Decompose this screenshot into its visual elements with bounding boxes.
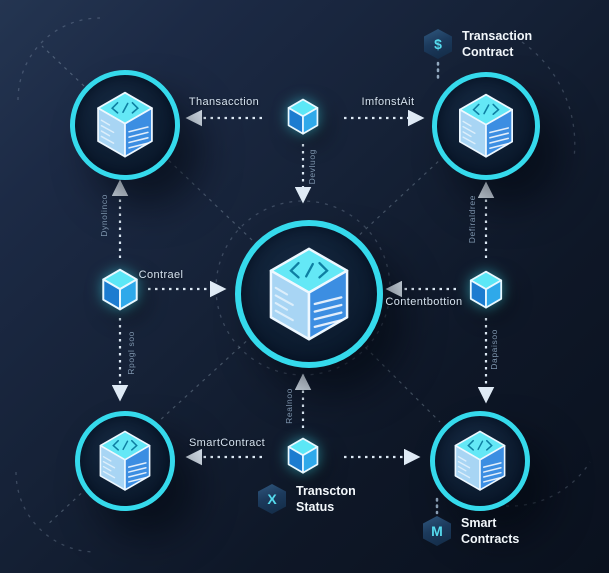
node-bottom-left <box>75 411 175 511</box>
cube-icon <box>261 245 357 344</box>
edge-label-smartcontract: SmartContract <box>188 437 266 449</box>
edge-label-vertical: Devluog <box>307 149 317 185</box>
x-glyph: X <box>267 491 277 507</box>
badge-label-line1: Transcton <box>296 484 356 498</box>
badge-smart-contracts: M Smart Contracts <box>423 516 519 547</box>
edge-label-vertical: Realnoo <box>284 388 294 424</box>
cube-icon <box>453 92 519 160</box>
cube-icon <box>449 429 511 493</box>
edge-label-imfonstait: ImfonstAit <box>361 96 415 108</box>
node-top-right <box>432 72 540 180</box>
m-glyph: M <box>431 523 443 539</box>
badge-transaction-status: X Transcton Status <box>258 484 356 515</box>
edge-label-vertical: Dynolinco <box>99 194 109 237</box>
m-hexagon-icon: M <box>423 516 451 546</box>
cube-icon <box>98 267 142 313</box>
badge-label-line2: Contract <box>462 44 514 59</box>
node-center <box>235 220 383 368</box>
edge-label-transaction: Thansacction <box>188 96 260 108</box>
dollar-hexagon-icon: $ <box>424 29 452 59</box>
edge-label-vertical: Dapaisoo <box>489 329 499 370</box>
edge-label-vertical: Defiraldree <box>467 195 477 244</box>
x-hexagon-icon: X <box>258 484 286 514</box>
badge-label-line2: Contracts <box>461 531 520 546</box>
badge-label: Smart Contracts <box>461 516 519 547</box>
badge-label-line2: Status <box>296 499 335 514</box>
badge-label-line1: Transaction <box>462 29 533 43</box>
cube-icon <box>91 90 159 160</box>
cube-icon <box>466 268 506 312</box>
node-top-left <box>70 70 180 180</box>
dollar-glyph: $ <box>434 36 442 52</box>
cube-icon <box>94 429 156 493</box>
edge-label-contention: Contentbottion <box>385 296 463 308</box>
badge-label-line1: Smart <box>461 516 497 530</box>
badge-transaction-contract: $ Transaction Contract <box>424 29 532 60</box>
edge-label-vertical: Rpogl soo <box>126 331 136 375</box>
cube-icon <box>284 96 322 138</box>
edge-label-control: Contrael <box>138 269 184 281</box>
badge-label: Transcton Status <box>296 484 356 515</box>
node-bottom-right <box>430 411 530 511</box>
cube-icon <box>284 435 322 477</box>
badge-label: Transaction Contract <box>462 29 532 60</box>
